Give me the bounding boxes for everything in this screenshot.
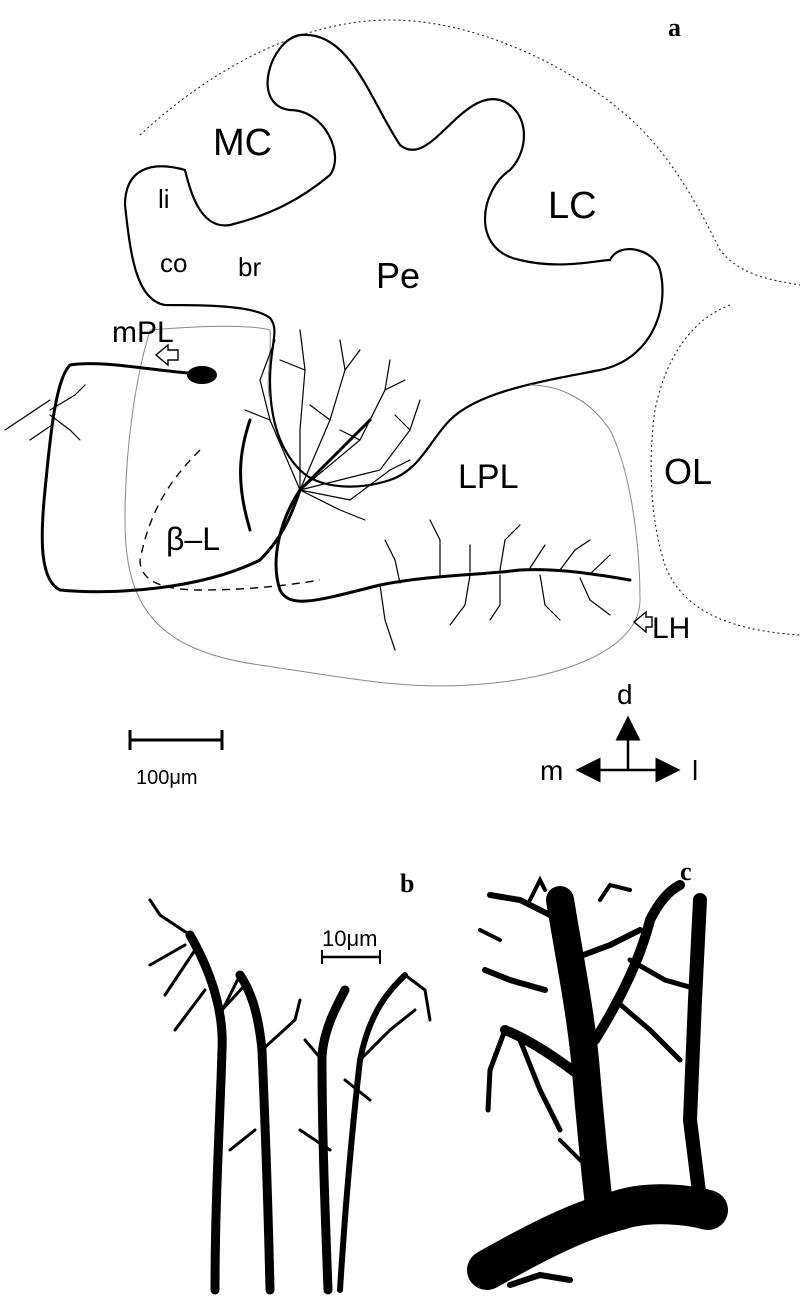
region-label-lc: LC bbox=[548, 185, 597, 227]
region-label-li: li bbox=[158, 184, 170, 214]
panel-label-a: a bbox=[668, 13, 681, 42]
mushroom-body-outline bbox=[123, 33, 664, 488]
region-label-pe: Pe bbox=[376, 255, 420, 296]
region-label-co: co bbox=[160, 248, 187, 278]
neuron-tracing bbox=[4, 329, 632, 651]
region-label-lh: LH bbox=[652, 612, 690, 645]
scale-bar-b-label: 10μm bbox=[322, 926, 377, 951]
mpl-arrow bbox=[154, 343, 179, 367]
lh-arrow bbox=[632, 610, 653, 634]
panel-label-c: c bbox=[680, 857, 692, 886]
panel-b-dendrites bbox=[148, 898, 432, 1295]
calyx-dendrites bbox=[244, 329, 421, 521]
region-label-ol: OL bbox=[664, 451, 712, 492]
neuron-soma bbox=[187, 366, 217, 384]
orientation-compass: d m l bbox=[540, 679, 698, 786]
region-label-beta-l: β–L bbox=[166, 521, 220, 557]
region-label-lpl: LPL bbox=[458, 458, 519, 496]
scale-bar-a-label: 100μm bbox=[136, 767, 198, 789]
protocerebrum-outline bbox=[124, 325, 641, 687]
panel-label-b: b bbox=[400, 869, 414, 898]
region-label-mc: MC bbox=[213, 122, 272, 164]
brain-outline bbox=[139, 19, 800, 636]
panel-c-micrograph bbox=[467, 875, 728, 1290]
compass-dorsal-label: d bbox=[617, 679, 633, 710]
scale-bar-a: 100μm bbox=[128, 730, 224, 789]
region-label-br: br bbox=[238, 252, 261, 282]
compass-lateral-label: l bbox=[692, 755, 698, 786]
compass-medial-label: m bbox=[540, 755, 563, 786]
region-label-mpl: mPL bbox=[112, 316, 174, 349]
beta-lobe-boundary bbox=[139, 449, 321, 591]
mpl-arbor bbox=[4, 384, 86, 441]
scale-bar-b: 10μm bbox=[321, 926, 381, 964]
lh-arbor bbox=[379, 519, 611, 651]
